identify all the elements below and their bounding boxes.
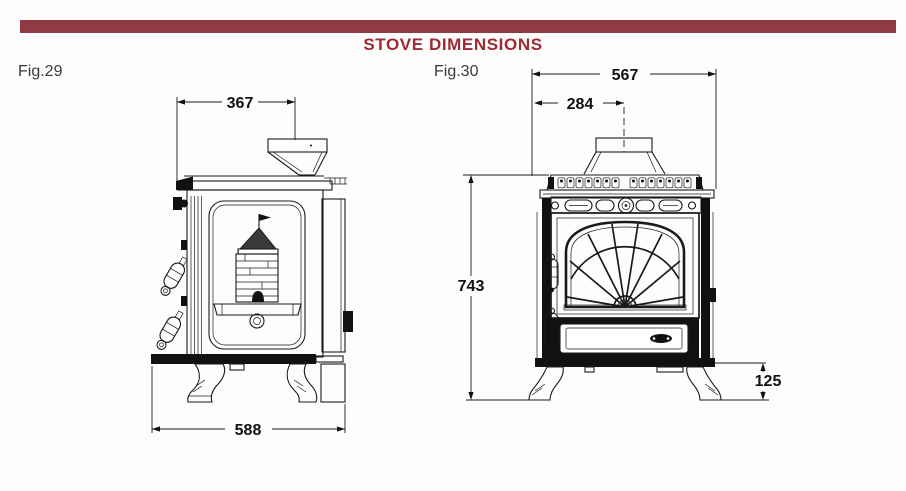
dim-leg-height-value: 125 [755, 373, 782, 390]
fan-spokes [566, 223, 684, 308]
rear-heat-shield [321, 198, 353, 353]
side-pilasters [536, 198, 716, 358]
fig29-label: Fig.29 [18, 63, 63, 80]
stove-body-side [173, 189, 324, 358]
fig29-side-view-drawing: 367 [151, 95, 353, 439]
dim-bottom-width-value: 588 [235, 422, 262, 439]
stove-dimension-diagrams: 367 [151, 67, 782, 439]
spring-handle-lower [156, 310, 184, 350]
top-plate [546, 174, 704, 191]
castle-emblem [213, 214, 302, 329]
dim-bottom-width-588: 588 [151, 366, 346, 439]
dim-flue-offset-value: 284 [567, 96, 594, 113]
dim-overall-height-value: 743 [458, 278, 485, 295]
hopper-funnel [267, 138, 328, 176]
dim-leg-height-125: 125 [714, 362, 782, 400]
dim-top-width-value: 367 [227, 95, 254, 112]
accent-bar [20, 20, 896, 33]
dim-flue-offset-284: 284 [534, 96, 625, 152]
base-and-legs [151, 354, 346, 403]
fig30-front-view-drawing: 567 284 [458, 67, 782, 401]
fig30-label: Fig.30 [434, 63, 479, 80]
flue-collar [583, 137, 666, 175]
dim-overall-width-value: 567 [612, 67, 639, 84]
door-fan-window [550, 212, 700, 319]
dim-overall-width-567: 567 [531, 67, 717, 189]
dim-overall-height-743: 743 [458, 174, 549, 400]
page-title: STOVE DIMENSIONS [363, 35, 543, 54]
front-base-and-legs [466, 358, 769, 401]
dim-top-width-367: 367 [176, 95, 296, 189]
ash-drawer [551, 318, 699, 358]
frieze-band [550, 196, 702, 214]
drawer-handle [650, 334, 672, 343]
spring-handle-upper [160, 256, 188, 296]
stove-top-slab [176, 175, 347, 191]
